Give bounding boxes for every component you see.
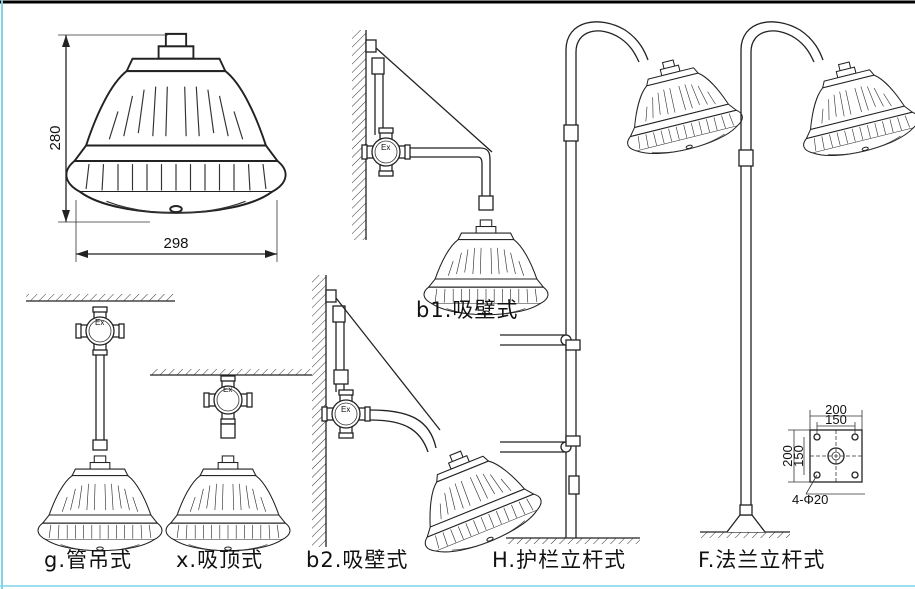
label-b1-wall-mount: b1.吸壁式: [416, 298, 519, 322]
flange-holes-dimension: 4-Φ20: [792, 492, 828, 507]
label-b2-wall-mount: b2.吸壁式: [306, 548, 409, 572]
label-g-pendant: g.管吊式: [44, 548, 133, 572]
g-pendant-mount-drawing: Ex: [26, 294, 175, 552]
flange-outer-dimension: 200: [825, 402, 847, 417]
h-guardrail-pole-drawing: [500, 21, 748, 544]
b2-wall-mount-drawing: Ex: [312, 275, 549, 565]
label-h-guardrail-pole: H.护栏立杆式: [492, 548, 627, 572]
flange-detail-drawing: 200 150 200 150 4-Φ20: [780, 402, 865, 507]
svg-text:Ex: Ex: [381, 143, 390, 152]
b1-wall-mount-drawing: Ex: [352, 30, 549, 316]
label-f-flange-pole: F.法兰立杆式: [698, 548, 826, 572]
width-dimension: 298: [163, 235, 188, 252]
f-flange-pole-drawing: [700, 21, 915, 538]
height-dimension: 280: [47, 125, 64, 150]
x-ceiling-mount-drawing: Ex: [150, 369, 312, 552]
svg-text:Ex: Ex: [95, 318, 104, 327]
svg-text:Ex: Ex: [341, 405, 350, 414]
svg-text:Ex: Ex: [223, 385, 232, 394]
flange-inner-dimension: 150: [825, 412, 847, 427]
flange-inner-v-dimension: 150: [791, 445, 806, 467]
main-lamp-drawing: 280 298: [47, 32, 287, 262]
label-x-ceiling: x.吸顶式: [176, 548, 264, 572]
flange-outer-v-dimension: 200: [780, 445, 795, 467]
